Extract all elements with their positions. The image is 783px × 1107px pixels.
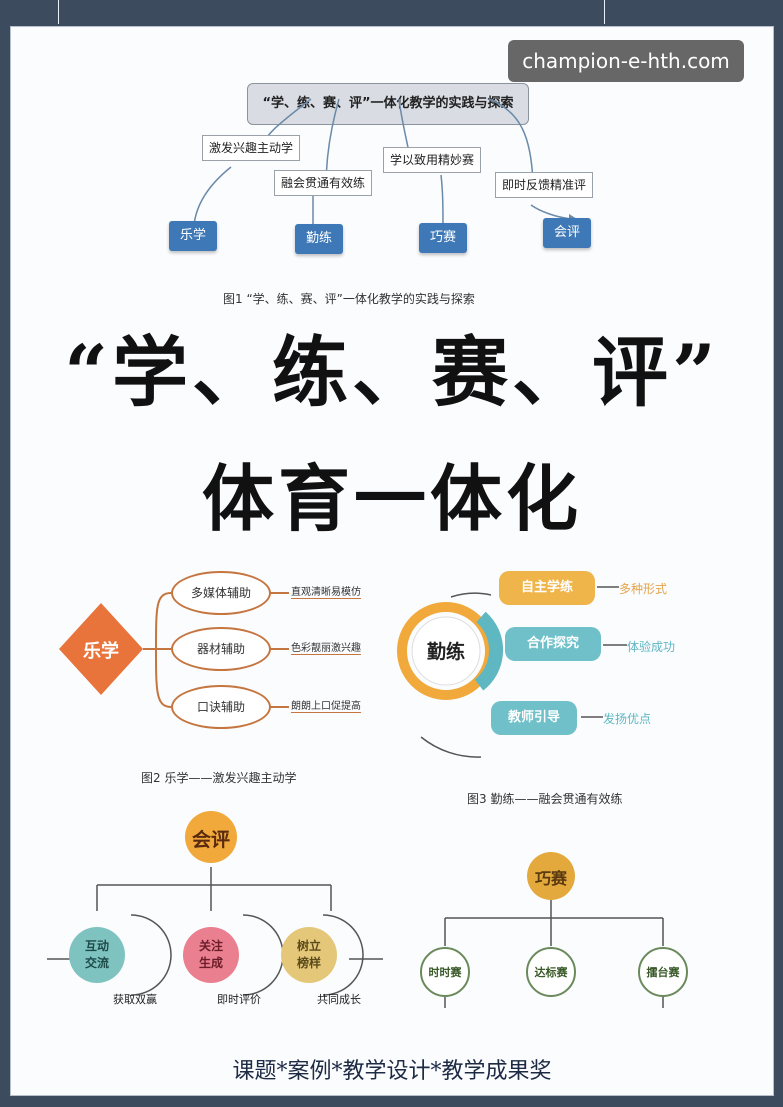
arrow-path — [488, 98, 534, 183]
watermark: champion-e-hth.com — [508, 40, 744, 82]
fig3-item: 合作探究 — [505, 627, 601, 661]
fig4-child-label: 关注 生成 — [198, 939, 223, 970]
fig3-item: 自主学练 — [499, 571, 595, 605]
fig2-item: 多媒体辅助 — [171, 571, 271, 615]
top-bar — [0, 0, 783, 24]
fig4-arc — [322, 914, 364, 996]
top-bar-segment — [0, 0, 59, 24]
fig4-arc — [242, 914, 284, 996]
fig3-item: 教师引导 — [491, 701, 577, 735]
fig1-caption: 图1 “学、练、赛、评”一体化教学的实践与探索 — [223, 292, 475, 306]
fig1-node-huiping: 会评 — [543, 218, 591, 248]
fig5-child-circle — [638, 947, 688, 997]
fig3-center-label: 勤练 — [426, 641, 465, 663]
arrow-path — [530, 204, 572, 220]
fig4-root-label: 会评 — [191, 829, 230, 851]
fig4-note: 获取双赢 — [113, 993, 157, 1006]
arrow-path — [440, 174, 444, 231]
fig1-node-lexue: 乐学 — [169, 221, 217, 251]
fig1-node-qiaosai: 巧赛 — [419, 223, 467, 253]
fig5-child-label: 时时赛 — [428, 966, 462, 979]
fig4-note: 即时评价 — [217, 993, 261, 1006]
fig3-caption: 图3 勤练——融会贯通有效练 — [467, 792, 623, 806]
fig4-child-circle — [183, 927, 239, 983]
fig5-root-label: 巧赛 — [534, 869, 567, 888]
fig4-child-label: 互动 交流 — [84, 939, 109, 970]
fig3-arc — [420, 736, 482, 758]
arrow-path — [193, 166, 232, 226]
fig4-arc — [130, 914, 172, 996]
fig3-note: 体验成功 — [627, 640, 676, 654]
fig3-note: 发扬优点 — [603, 712, 652, 726]
fig4-shapes — [47, 811, 383, 996]
fig1-label: 学以致用精妙赛 — [383, 147, 482, 173]
fig1-node-qinlian: 勤练 — [295, 224, 343, 254]
fig2-diamond — [59, 603, 143, 695]
fig2-caption: 图2 乐学——激发兴趣主动学 — [141, 771, 297, 785]
fig3-shapes — [397, 586, 627, 758]
poster-page: “学、练、赛、评”一体化教学的实践与探索 激发兴趣主动学 融会贯通有效练 学以致… — [10, 26, 774, 1096]
fig2-center-label: 乐学 — [83, 641, 119, 662]
fig5-shapes — [420, 852, 688, 1008]
fig3-ring-blue — [474, 611, 504, 691]
fig1-label: 即时反馈精准评 — [495, 172, 594, 198]
fig4-child-circle — [281, 927, 337, 983]
fig1-label: 融会贯通有效练 — [274, 170, 373, 196]
fig3-arc — [450, 592, 492, 598]
fig4-child-circle — [69, 927, 125, 983]
fig1-label: 激发兴趣主动学 — [202, 135, 301, 161]
main-title-line2: 体育一体化 — [201, 456, 582, 541]
fig2-item: 口诀辅助 — [171, 685, 271, 729]
fig3-note: 多种形式 — [619, 582, 668, 596]
fig4-child-label: 树立 榜样 — [296, 939, 321, 970]
fig2-item: 器材辅助 — [171, 627, 271, 671]
footer-tags: 课题*案例*教学设计*教学成果奖 — [232, 1059, 552, 1084]
fig2-shapes — [59, 592, 289, 708]
fig3-center-circle — [411, 616, 481, 686]
fig2-note: 直观清晰易模仿 — [291, 583, 361, 599]
fig4-note: 共同成长 — [317, 993, 361, 1006]
fig4-root-circle — [185, 811, 237, 863]
fig5-child-label: 达标赛 — [534, 966, 568, 979]
fig2-note: 朗朗上口促提高 — [291, 697, 361, 713]
fig1-root-box: “学、练、赛、评”一体化教学的实践与探索 — [247, 83, 529, 125]
main-title-line1: “学、练、赛、评” — [64, 328, 720, 417]
fig5-child-circle — [420, 947, 470, 997]
fig2-note: 色彩靓丽激兴趣 — [291, 639, 361, 655]
fig5-child-circle — [526, 947, 576, 997]
top-bar-segment — [58, 0, 605, 24]
fig5-root-circle — [527, 852, 575, 900]
fig5-child-label: 擂台赛 — [646, 966, 680, 979]
